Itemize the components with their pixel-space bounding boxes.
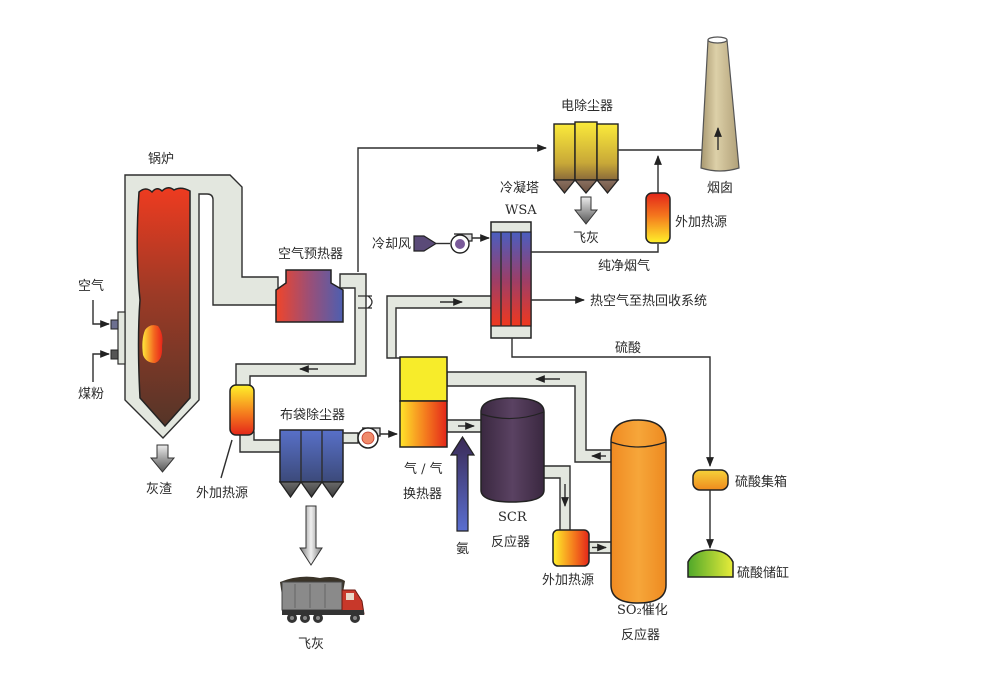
scr-label-line1: SCR: [498, 510, 528, 525]
bag-filter-label: 布袋除尘器: [280, 408, 345, 423]
slag-output: 灰渣: [146, 444, 176, 497]
air-preheater-body: [275, 269, 344, 323]
burner-box: [117, 311, 126, 365]
coal-nozzle: [110, 349, 119, 360]
ggh-to-wsa-duct: [386, 295, 493, 359]
wsa-condenser: 冷凝塔 WSA: [490, 180, 539, 339]
coal-input-arrow: [92, 350, 110, 382]
chimney-body: [700, 39, 740, 172]
esp-chamber: [553, 123, 576, 181]
acid-header-label: 硫酸集箱: [735, 474, 787, 490]
dump-truck-icon: [280, 576, 365, 623]
ggh-label-line1: 气 / 气: [404, 461, 443, 477]
hot-air-label: 热空气至热回收系统: [590, 293, 707, 309]
scr-to-heater2-duct: [542, 465, 571, 533]
scr-label-line2: 反应器: [491, 534, 530, 550]
external-heater-3: 外加热源: [645, 155, 727, 244]
fly-ash-truck-group: 飞灰: [280, 505, 365, 652]
hot-air-line-to-esp: [357, 144, 547, 272]
esp-hoppers: [552, 179, 620, 195]
fan-rotor: [361, 431, 375, 445]
acid-header: 硫酸集箱: [692, 469, 787, 491]
esp-ash-label: 飞灰: [573, 231, 599, 246]
acid-tank: 硫酸储缸: [687, 549, 789, 581]
sulfuric-acid-label: 硫酸: [615, 341, 641, 356]
slag-label: 灰渣: [146, 482, 172, 497]
scr-top-rim: [480, 411, 545, 420]
ggh-label-line2: 换热器: [403, 487, 442, 502]
boiler: 锅炉: [110, 151, 279, 440]
acid-header-body: [692, 469, 729, 491]
chimney: 烟囱: [700, 36, 740, 196]
bag-filter: 布袋除尘器: [278, 408, 398, 499]
sulfuric-acid-line: [511, 338, 714, 467]
bag-filter-outlet-duct: [342, 432, 359, 444]
heater2-label: 外加热源: [542, 573, 594, 588]
fly-ash-down-arrow-icon: [299, 505, 323, 566]
heater1-leader-line: [220, 439, 233, 479]
air-preheater: 空气预热器: [235, 144, 547, 387]
clean-gas-label: 纯净烟气: [598, 258, 650, 274]
so2-reactor-rim: [610, 441, 667, 448]
ggh-upper: [399, 356, 448, 402]
air-preheater-label: 空气预热器: [278, 246, 343, 262]
air-input-arrow: [92, 300, 110, 328]
so2-reactor-label-line2: 反应器: [621, 627, 660, 643]
bag-filter-hoppers: [278, 481, 345, 499]
external-heater-2: 外加热源: [542, 529, 594, 588]
external-heater-1: 外加热源: [196, 384, 283, 501]
ammonia-injection: 氨: [449, 435, 476, 557]
esp-chamber: [596, 123, 619, 181]
crossover-symbol: [358, 295, 373, 309]
chimney-label: 烟囱: [707, 181, 733, 196]
air-input-label: 空气: [78, 278, 104, 294]
boiler-label: 锅炉: [148, 151, 174, 167]
heater2-body: [552, 529, 590, 567]
ggh-lower: [399, 400, 448, 448]
esp-ash-arrow-icon: [573, 196, 599, 225]
esp-chamber: [574, 121, 598, 181]
boiler-inputs: 空气 煤粉: [78, 278, 110, 402]
heater3-label: 外加热源: [675, 215, 727, 230]
ammonia-label: 氨: [456, 542, 469, 557]
cooling-fan-rotor: [455, 239, 465, 249]
cooling-air-label: 冷却风: [372, 237, 411, 252]
cooling-air-inlet: 冷却风: [372, 233, 490, 254]
so2-reactor-label-line1: SO₂催化: [617, 603, 668, 618]
wsa-label-line2: WSA: [505, 203, 537, 218]
clean-gas-line: [531, 244, 659, 253]
so2-catalytic-reactor: SO₂催化 反应器: [610, 419, 668, 643]
acid-tank-label: 硫酸储缸: [737, 565, 789, 581]
air-nozzle: [110, 319, 119, 330]
bag-filter-body: [279, 429, 344, 483]
furnace-fire: [136, 187, 191, 428]
wsa-label-line1: 冷凝塔: [500, 180, 539, 196]
electrostatic-precipitator: 电除尘器 飞灰: [552, 99, 620, 246]
heater1-body: [229, 384, 255, 436]
chimney-opening: [707, 36, 728, 44]
heater1-label: 外加热源: [196, 486, 248, 501]
truck-fly-ash-label: 飞灰: [298, 637, 324, 652]
so2-reactor-body: [610, 419, 667, 604]
scr-body: [480, 397, 545, 503]
ammonia-arrow-icon: [449, 435, 476, 532]
gas-gas-heat-exchanger: 气 / 气 换热器: [399, 356, 448, 502]
burner-flame: [142, 325, 163, 363]
esp-label: 电除尘器: [561, 99, 613, 114]
heater3-body: [645, 192, 671, 244]
air-intake-icon: [413, 235, 438, 252]
scr-reactor: SCR 反应器: [480, 397, 545, 550]
acid-tank-body: [687, 549, 734, 578]
slag-arrow-icon: [149, 444, 176, 473]
coal-input-label: 煤粉: [78, 387, 104, 402]
